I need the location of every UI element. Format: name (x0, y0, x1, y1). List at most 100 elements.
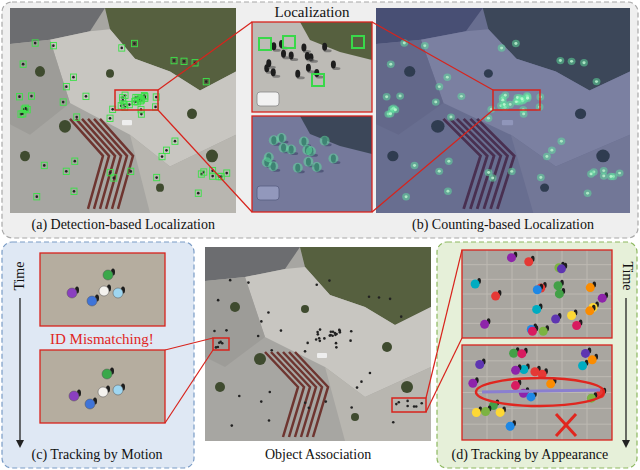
density-glow (548, 147, 556, 154)
axis-label: Time (618, 262, 634, 291)
detection-box (120, 95, 126, 101)
density-peak (582, 61, 585, 64)
density-peak (602, 175, 605, 178)
density-glow (391, 106, 399, 113)
track-dot (555, 289, 564, 298)
annotation: ID Mismatching! (50, 331, 154, 348)
density-glow (447, 113, 455, 120)
density-peak (449, 116, 452, 119)
track-dot (87, 296, 97, 306)
track-dot (539, 327, 548, 336)
density-glow (402, 193, 410, 200)
pedestrian (595, 80, 598, 83)
panel-background (2, 242, 194, 468)
zoom-line (158, 110, 252, 212)
track-dot (585, 306, 594, 315)
image-frame (40, 253, 165, 326)
panel-background (437, 242, 637, 468)
pedestrian (155, 176, 158, 179)
pedestrian (165, 149, 168, 152)
density-glow (279, 143, 289, 153)
pedestrian (128, 103, 131, 106)
pedestrian (271, 68, 276, 76)
track-dot (586, 283, 595, 292)
pedestrian (109, 117, 112, 120)
density-glow (312, 162, 322, 172)
pedestrian (301, 43, 306, 51)
zoom-inset (252, 116, 372, 212)
pedestrian (334, 332, 337, 335)
pedestrian (602, 175, 605, 178)
pedestrian (113, 177, 116, 180)
density-peak (595, 80, 598, 83)
tile-line (587, 345, 588, 440)
density-glow (508, 168, 516, 175)
density-peak (447, 160, 450, 163)
track-dot (85, 399, 95, 409)
time-arrow (625, 298, 626, 446)
density-peak (520, 97, 523, 100)
detection-box (41, 162, 47, 168)
pedestrian (52, 44, 55, 47)
density-glow (293, 163, 303, 173)
pedestrian (583, 61, 586, 64)
pedestrian (257, 335, 260, 338)
density-glow (435, 83, 443, 90)
pedestrian (281, 50, 286, 58)
pedestrian (378, 296, 381, 299)
plaza (325, 367, 431, 441)
aerial-image (10, 8, 236, 213)
pedestrian (510, 170, 513, 173)
density-glow (328, 153, 338, 163)
tile-line (587, 250, 588, 338)
pedestrian (129, 170, 132, 173)
pedestrian (280, 329, 283, 332)
zoom-line (165, 350, 213, 423)
pedestrian (111, 108, 114, 111)
zoom-box (392, 398, 426, 412)
plaza (10, 40, 70, 135)
zoom-line (165, 338, 213, 350)
pedestrian (306, 64, 311, 72)
pedestrian (225, 329, 228, 332)
inset-ground (252, 22, 372, 112)
pedestrian (308, 407, 311, 410)
pedestrian (618, 172, 621, 175)
density-peak (405, 195, 408, 198)
detection-box (195, 190, 201, 196)
pedestrian (368, 295, 371, 298)
ground (376, 8, 630, 213)
density-peak (550, 149, 553, 152)
detection-box (181, 58, 187, 64)
pedestrian (120, 47, 123, 50)
track-dot (554, 281, 563, 290)
pedestrian (305, 52, 310, 60)
density-peak (618, 172, 621, 175)
density-glow (580, 59, 588, 66)
track-dot (102, 369, 112, 379)
density-glow (512, 40, 520, 47)
density-peak (559, 59, 562, 62)
track-dot (471, 280, 480, 289)
tree (206, 150, 218, 163)
pedestrian (18, 95, 21, 98)
pedestrian (62, 101, 65, 104)
pedestrian (350, 330, 353, 333)
pedestrian (73, 190, 76, 193)
ground (40, 350, 165, 423)
pedestrian (369, 372, 372, 375)
density-peak (399, 95, 402, 98)
pedestrian (30, 95, 33, 98)
image-panel: (b) Counting-based Localization (372, 6, 634, 236)
track-dot (532, 305, 541, 314)
stairs (295, 352, 328, 437)
track-dot (496, 408, 505, 417)
pedestrian (317, 333, 320, 336)
ground (10, 8, 236, 213)
detection-box (74, 114, 80, 120)
stairs (100, 119, 133, 209)
track-dot (67, 288, 77, 298)
pedestrian (487, 117, 490, 120)
pedestrian (503, 103, 506, 106)
detection-box (159, 153, 165, 159)
